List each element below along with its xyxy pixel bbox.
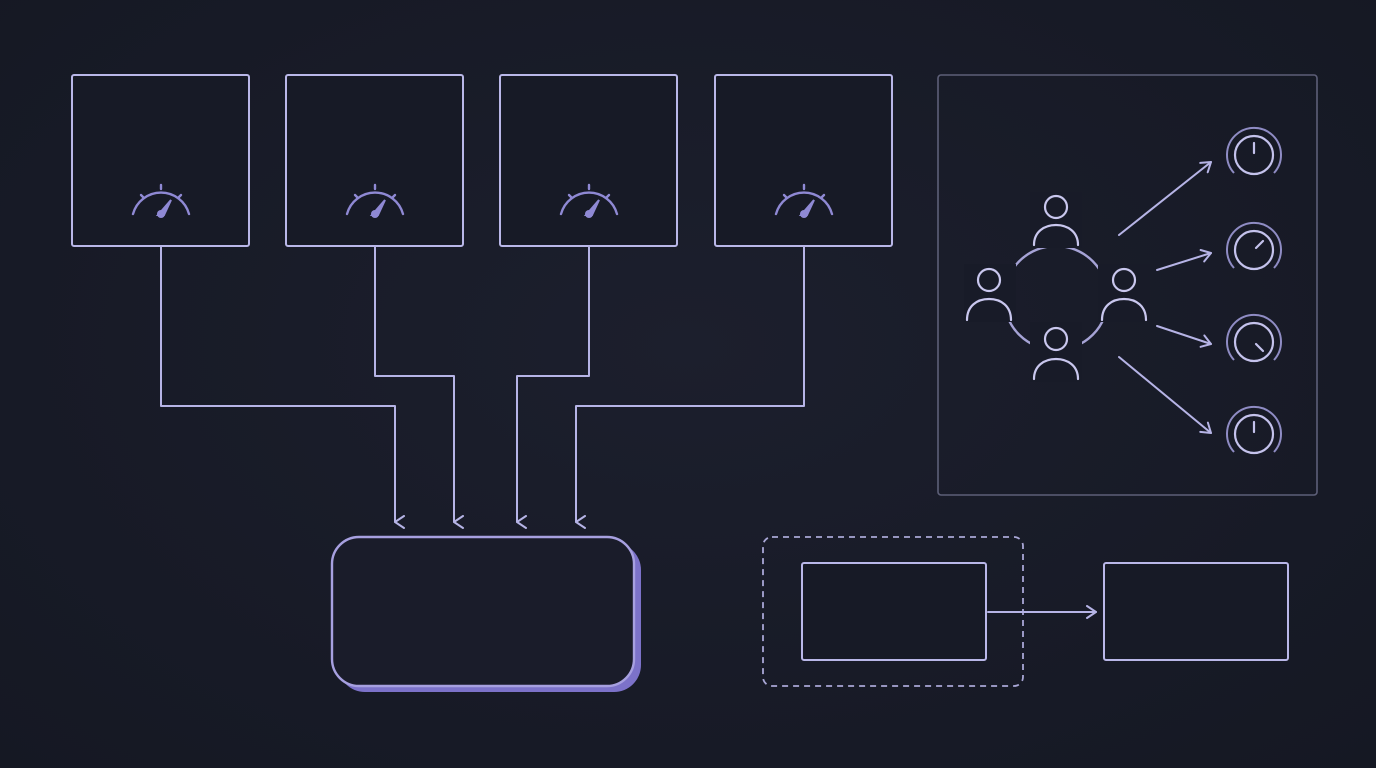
connector-lines: [160, 246, 805, 529]
speedometer-icon: [345, 183, 405, 218]
connector-1: [160, 246, 405, 529]
dial-knob-icon: [1226, 126, 1282, 176]
connector-3: [516, 246, 590, 529]
team-panel: [937, 74, 1318, 496]
dial-knob-icon: [1226, 405, 1282, 455]
speedometer-icon: [131, 183, 191, 218]
source-box-3: [499, 74, 678, 247]
speedometer-icon: [559, 183, 619, 218]
output-arrow-1: [1118, 161, 1212, 236]
output-arrow-2: [1156, 248, 1212, 271]
flow-group: [762, 536, 1289, 687]
meeting-table-icon: [964, 192, 1150, 382]
source-box-1: [71, 74, 250, 247]
hub-box: [330, 535, 641, 692]
output-arrows: [1118, 161, 1212, 434]
person-icon: [1030, 322, 1082, 382]
person-icon: [964, 264, 1016, 322]
dial-knob-icon: [1226, 221, 1282, 271]
flow-target-box: [1103, 562, 1289, 661]
connector-4: [575, 246, 805, 529]
flow-source-box: [801, 562, 987, 661]
speedometer-icon: [774, 183, 834, 218]
dial-knob-icon: [1226, 313, 1282, 363]
source-box-2: [285, 74, 464, 247]
output-arrow-4: [1118, 356, 1212, 434]
source-box-4: [714, 74, 893, 247]
connector-2: [374, 246, 464, 529]
person-icon: [1098, 264, 1150, 322]
output-arrow-3: [1156, 325, 1212, 348]
person-icon: [1030, 192, 1082, 248]
